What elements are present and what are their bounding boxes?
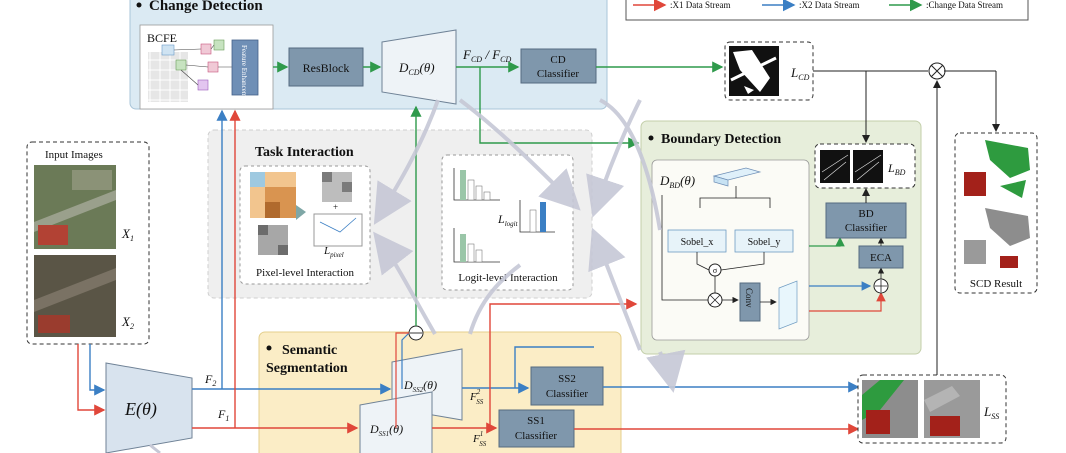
legend: :X1 Data Stream :X2 Data Stream :Change … <box>625 0 1029 21</box>
boundary-detection-title: Boundary Detection <box>661 132 781 147</box>
sigma-label: σ <box>713 266 718 275</box>
logit-interaction-box: Llogit Logit-level Interaction <box>441 154 574 291</box>
ss-title-line1: Semantic <box>282 343 337 358</box>
scd-result-caption: SCD Result <box>970 278 1022 290</box>
ss2-classifier-line1: SS2 <box>558 373 576 385</box>
ss1-classifier-line1: SS1 <box>527 415 545 427</box>
legend-x1-label: :X1 Data Stream <box>670 0 730 10</box>
interaction-arrows <box>373 98 686 393</box>
input-x1-label: X1 <box>121 226 134 243</box>
bd-loss-box: LBD <box>814 143 916 189</box>
bullet-icon <box>136 2 142 8</box>
bd-classifier-line2: Classifier <box>845 222 887 234</box>
ss-loss-box: LSS <box>857 374 1007 444</box>
cd-loss-label: LCD <box>790 65 810 82</box>
scd-result-box: SCD Result <box>954 132 1038 294</box>
ss1-decoder-label: DSS1(θ) <box>369 422 403 438</box>
bcfe-label: BCFE <box>147 31 177 45</box>
bullet-icon <box>266 345 272 351</box>
sobel-x-label: Sobel_x <box>681 237 714 248</box>
bcfe-grid <box>148 52 188 102</box>
bd-classifier-line1: BD <box>858 208 873 220</box>
logit-interaction-caption: Logit-level Interaction <box>458 272 558 284</box>
ss-loss-label: LSS <box>983 404 999 421</box>
cd-classifier-line2: Classifier <box>537 68 579 80</box>
bullet-icon <box>648 135 654 141</box>
ss2-decoder-label: DSS2(θ) <box>403 378 437 394</box>
bd-result-thumbnail-2 <box>853 150 883 183</box>
legend-change-label: :Change Data Stream <box>926 0 1003 10</box>
input-images-box: Input Images X1 X2 <box>26 141 150 345</box>
change-detection-title: Change Detection <box>149 0 263 14</box>
task-interaction-title: Task Interaction <box>255 145 354 160</box>
ss1-classifier-line2: Classifier <box>515 430 557 442</box>
l-pixel-label: Lpixel <box>323 245 344 259</box>
legend-x2-label: :X2 Data Stream <box>799 0 859 10</box>
f2-label: F2 <box>204 372 216 388</box>
cd-loss-box: LCD <box>724 41 814 101</box>
cd-decoder-label: DCD(θ) <box>398 60 435 77</box>
resblock-box <box>288 47 364 87</box>
bd-classifier <box>825 202 907 239</box>
ss-title-line2: Segmentation <box>266 361 348 376</box>
l-logit-label: Llogit <box>497 212 519 228</box>
output-feature-icon <box>778 280 798 330</box>
input-x2-label: X2 <box>121 314 134 331</box>
eca-label: ECA <box>870 252 892 264</box>
encoder-label: E(θ) <box>124 399 157 420</box>
cd-decoder <box>381 29 457 105</box>
resblock-label: ResBlock <box>303 61 350 75</box>
ss2-classifier-line2: Classifier <box>546 388 588 400</box>
pixel-interaction-caption: Pixel-level Interaction <box>256 267 355 279</box>
feature-enhancement-block <box>231 39 259 96</box>
encoder <box>105 362 193 453</box>
f1-label: F1 <box>217 407 229 423</box>
feature-enhancement-label: Feature Enhancement <box>240 45 248 106</box>
f-cd-label: FCD / FCD <box>462 47 511 64</box>
conv-label: Conv <box>744 288 754 308</box>
plus-sign: + <box>333 202 338 212</box>
sobel-y-label: Sobel_y <box>748 237 781 248</box>
bd-decoder-label: DBD(θ) <box>659 173 695 190</box>
ss1-classifier <box>498 409 575 448</box>
input-images-title: Input Images <box>45 149 103 161</box>
pixel-interaction-box: + Lpixel Pixel-level Interaction <box>239 165 371 285</box>
bd-loss-label: LBD <box>887 161 906 177</box>
cd-classifier <box>520 48 597 84</box>
bcfe-module: BCFE Feature Enhancement <box>139 24 274 110</box>
bd-result-thumbnail-1 <box>820 150 850 183</box>
cd-classifier-line1: CD <box>550 54 565 66</box>
ss2-classifier <box>530 366 604 406</box>
